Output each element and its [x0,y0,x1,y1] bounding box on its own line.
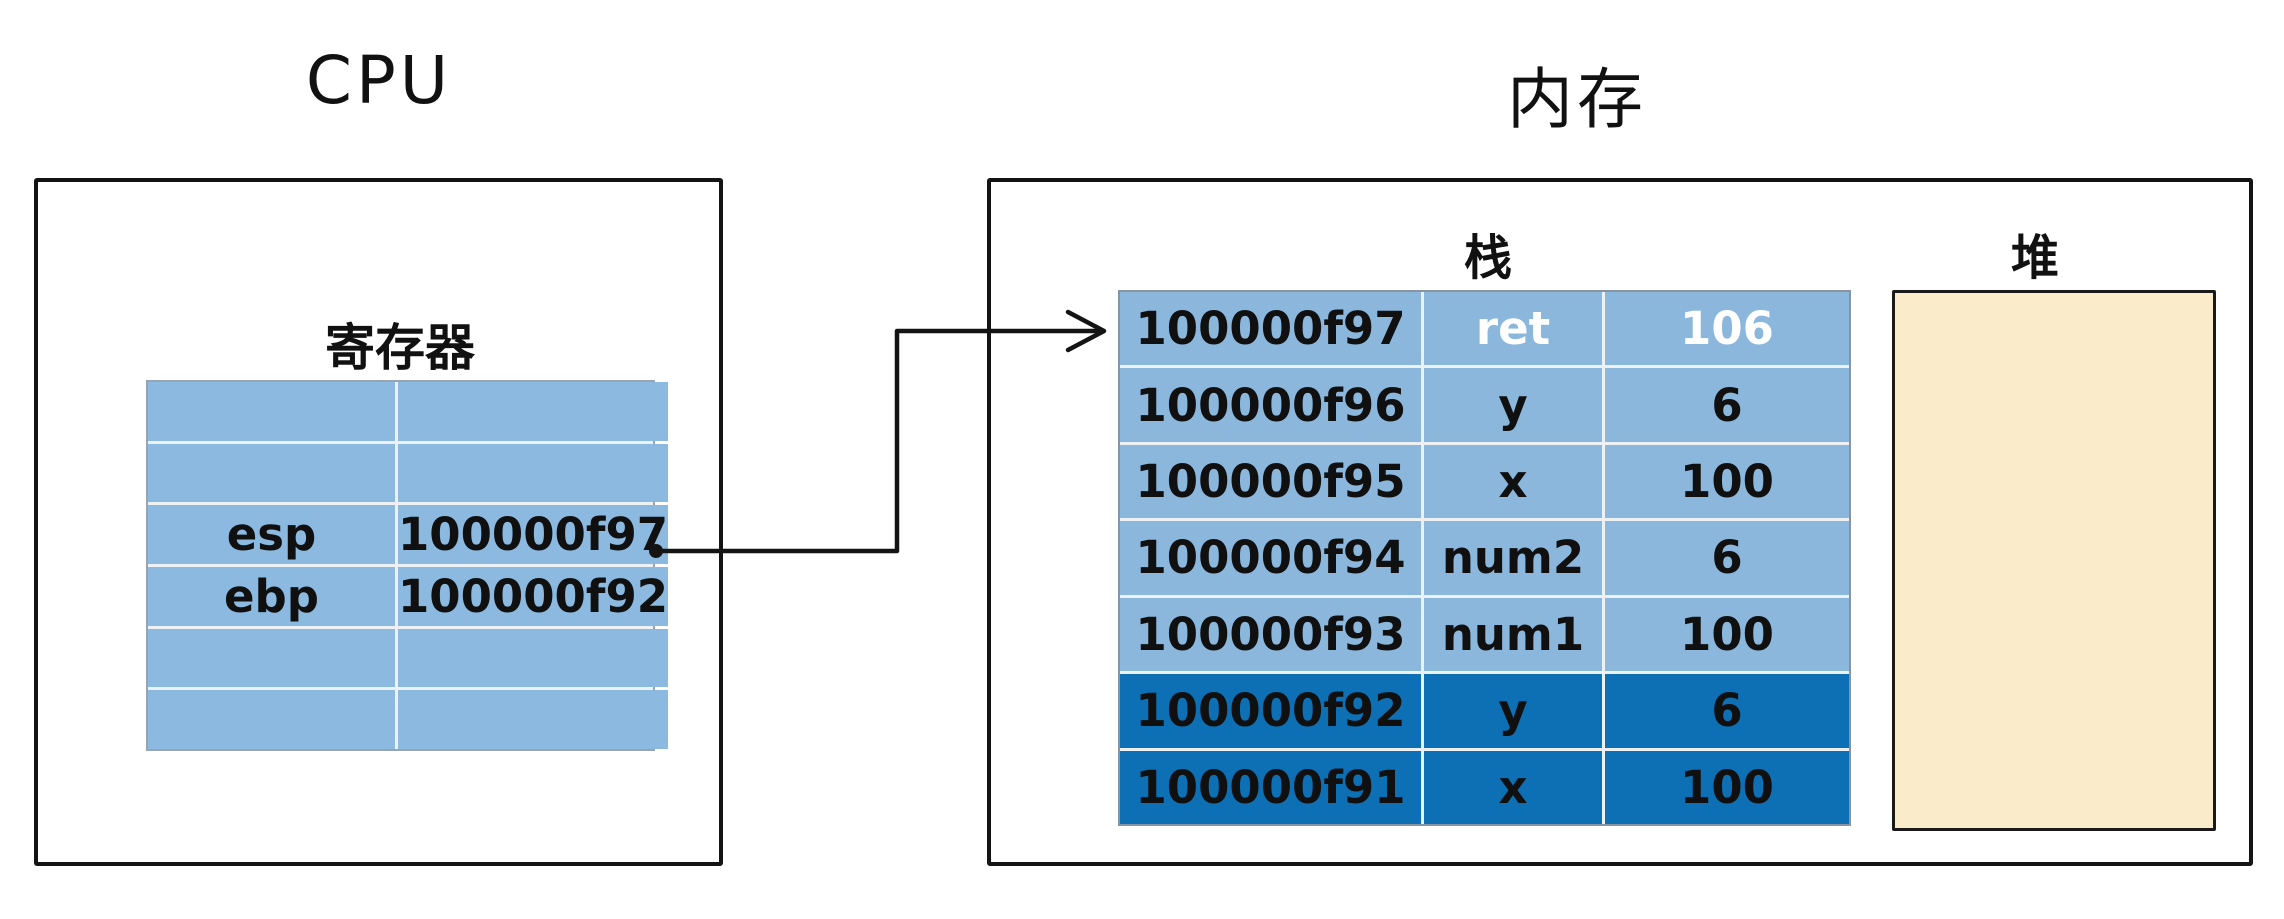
register-cell-name: esp [148,505,395,564]
register-cell-value [398,443,669,503]
stack-cell-name: x [1424,444,1602,519]
register-cell-name [148,443,395,503]
memory-title: 内存 [1507,61,1647,138]
stack-cell-address: 100000f97 [1120,292,1421,366]
stack-cell-value: 100 [1605,597,1849,672]
heap-label: 堆 [2010,230,2060,286]
registers-label: 寄存器 [325,319,475,377]
register-cell-name: ebp [148,567,395,626]
stack-cell-name: x [1424,750,1602,824]
stack-cell-value: 100 [1605,444,1849,519]
heap-block [1892,290,2216,831]
register-cell-value [398,382,669,441]
register-cell-name [148,382,395,441]
stack-cell-name: num2 [1424,521,1602,595]
stack-cell-address: 100000f93 [1120,597,1421,672]
stack-cell-address: 100000f96 [1120,368,1421,442]
stack-label: 栈 [1463,230,1513,286]
stack-cell-value: 106 [1605,292,1849,366]
register-cell-value [398,628,669,688]
stack-cell-name: y [1424,368,1602,442]
stack-cell-value: 100 [1605,750,1849,824]
stack-cell-address: 100000f94 [1120,521,1421,595]
cpu-title: CPU [305,42,453,119]
register-cell-value [398,690,669,749]
stack-cell-value: 6 [1605,521,1849,595]
stack-cell-address: 100000f92 [1120,674,1421,748]
stack-cell-value: 6 [1605,674,1849,748]
stack-cell-name: num1 [1424,597,1602,672]
stack-cell-name: y [1424,674,1602,748]
register-cell-value: 100000f97 [398,505,669,564]
stack-cell-address: 100000f95 [1120,444,1421,519]
stack-cell-value: 6 [1605,368,1849,442]
register-table: esp 100000f97 ebp 100000f92 [146,380,669,751]
stack-cell-address: 100000f91 [1120,750,1421,824]
stack-table: 100000f97 ret 106 100000f96 y 6 100000f9… [1118,290,1851,826]
stack-cell-name: ret [1424,292,1602,366]
register-cell-name [148,690,395,749]
register-cell-value: 100000f92 [398,567,669,626]
register-cell-name [148,628,395,688]
